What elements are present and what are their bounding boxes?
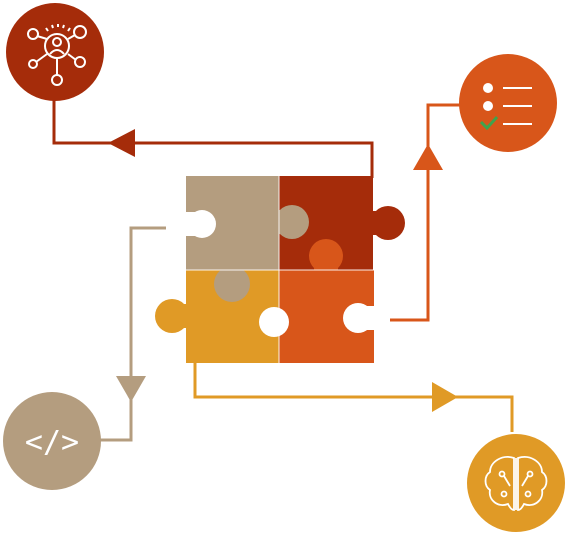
code-icon: </> [25,425,79,460]
puzzle-block [155,176,405,363]
node-checklist [459,54,557,152]
node-ai-brain [467,434,565,532]
connector-ai-brain [193,363,514,432]
checklist-icon [479,83,532,131]
arrow-right-icon [432,382,458,412]
puzzle-piece-bottom-left [155,266,289,363]
arrow-up-icon [413,144,443,170]
arrow-left-icon [108,129,135,157]
ai-brain-icon [484,456,548,511]
node-network [6,3,104,101]
connector-code [100,226,166,442]
arrow-down-icon [116,376,146,402]
connector-network [52,100,374,178]
network-people-icon [27,24,87,86]
node-code: </> [3,392,101,490]
puzzle-piece-bottom-right [279,239,376,363]
connector-checklist [390,103,460,322]
